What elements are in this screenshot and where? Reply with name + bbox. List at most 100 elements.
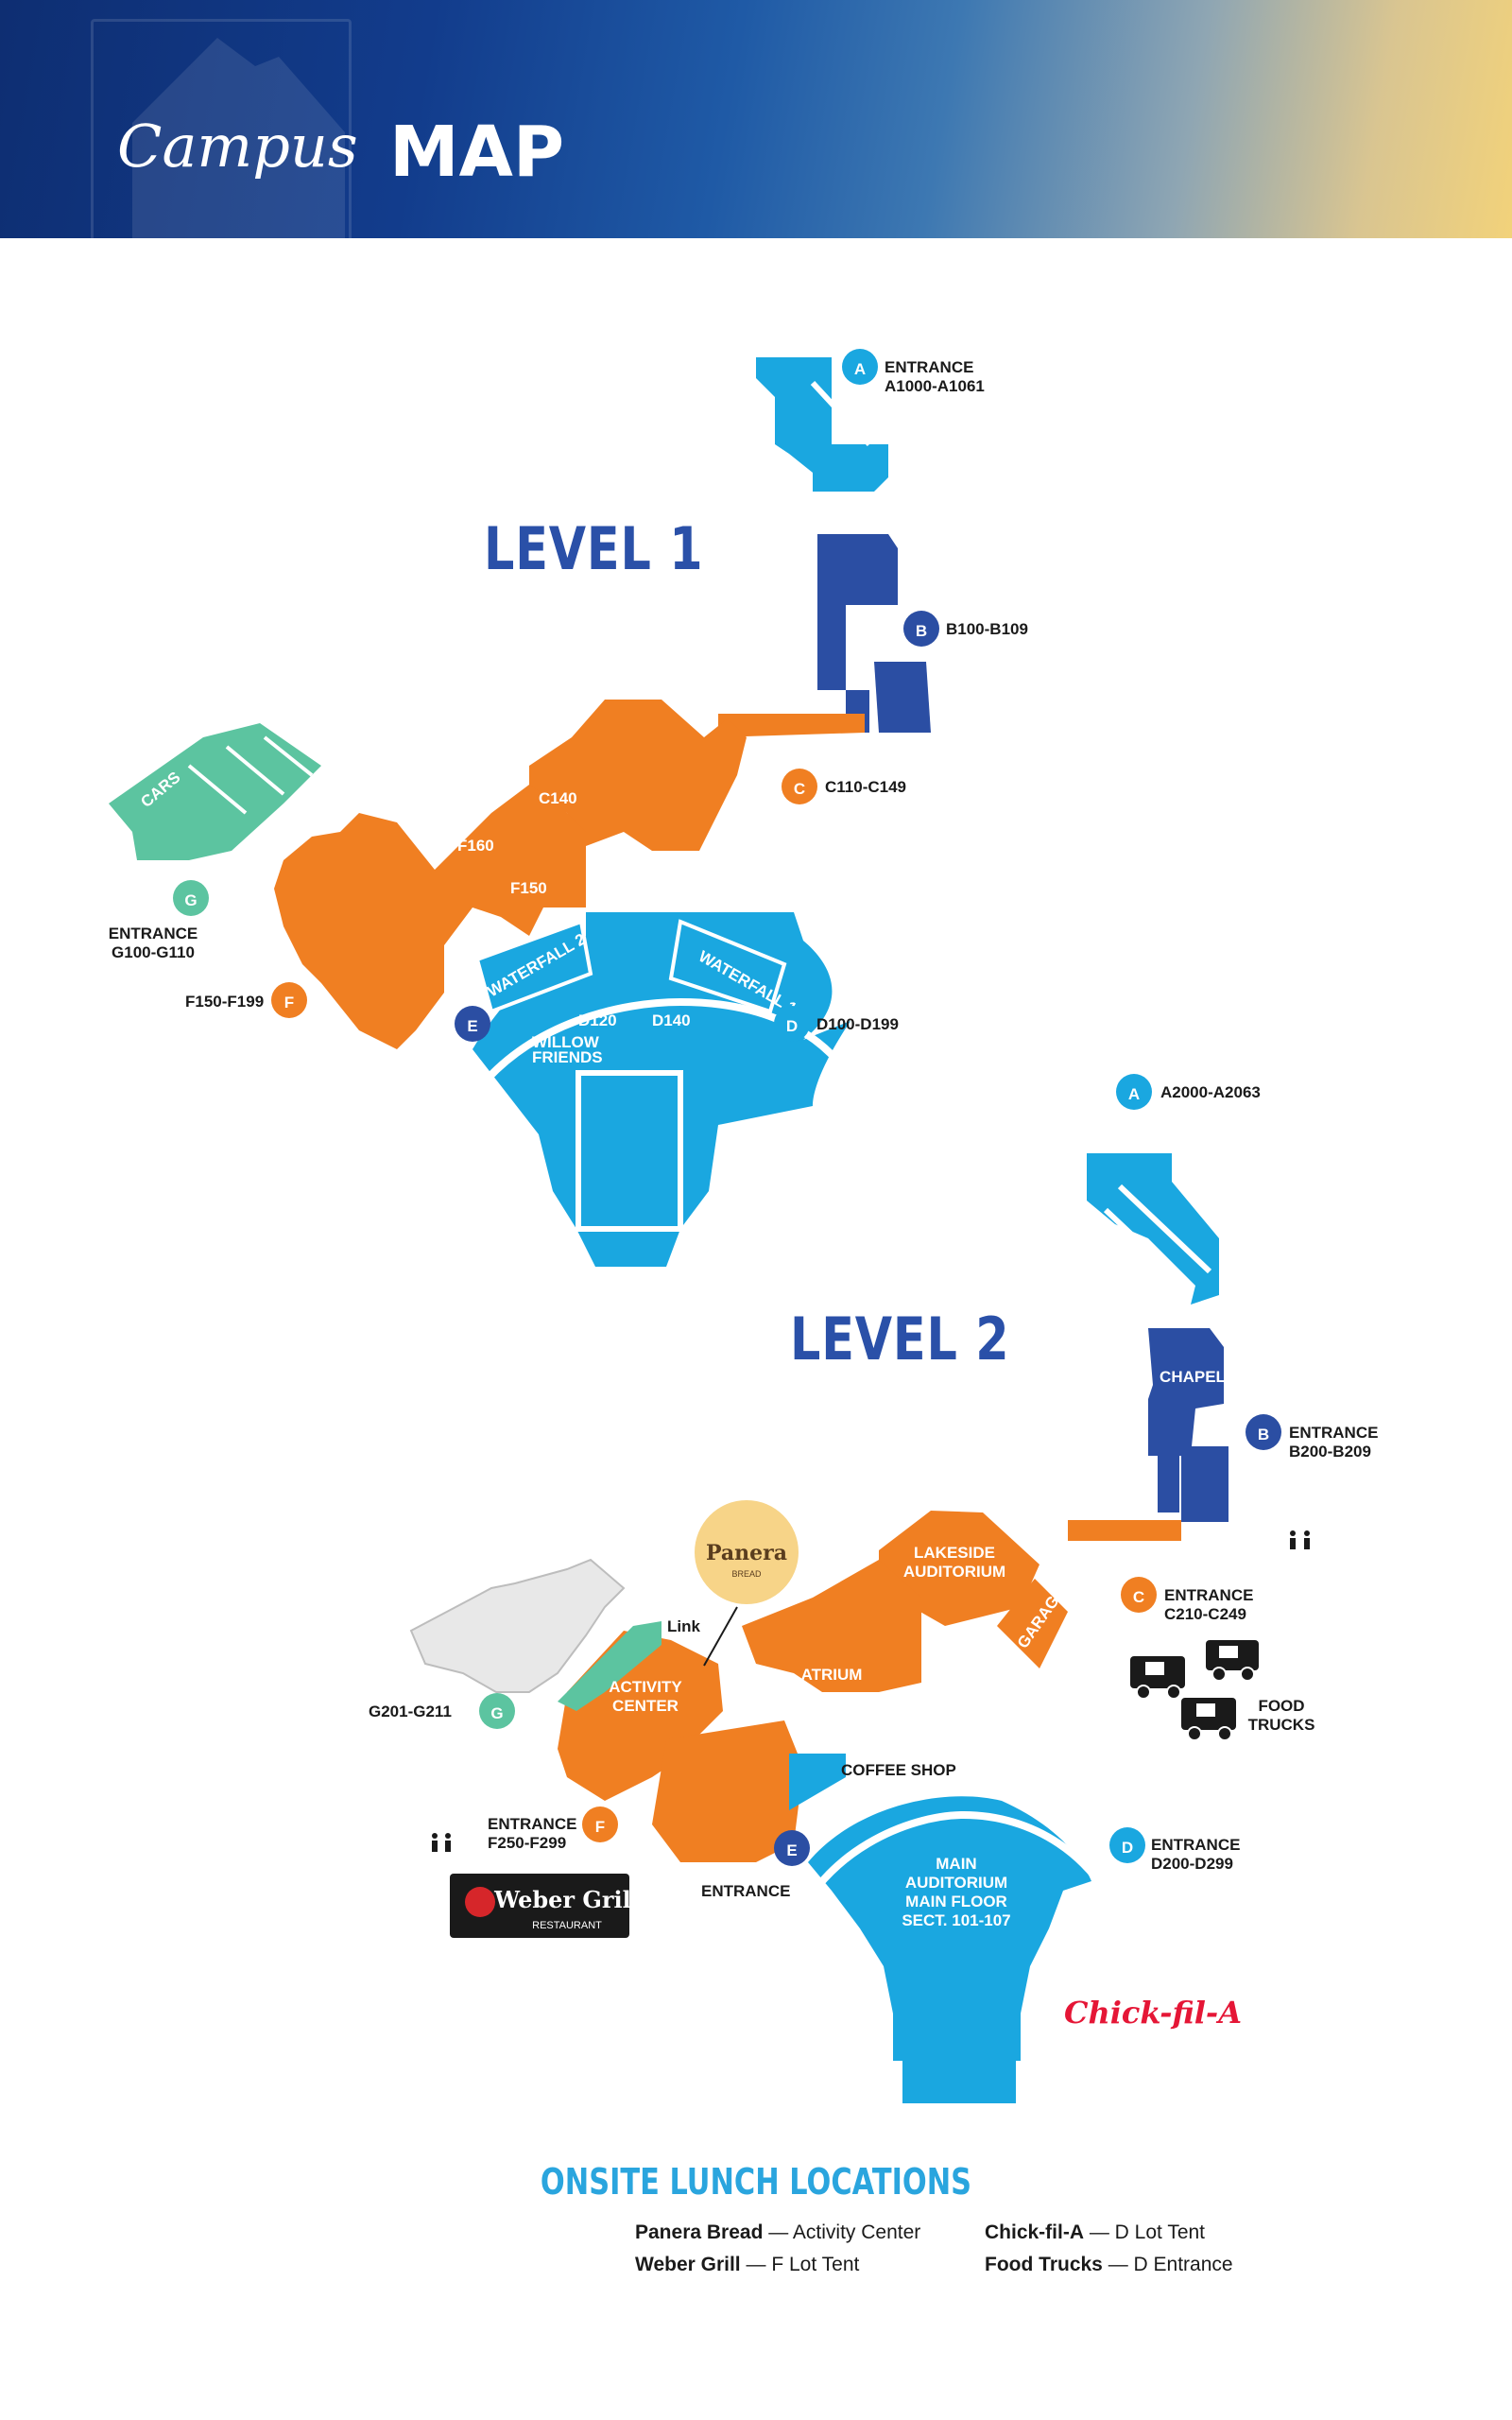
level2-main-auditorium bbox=[808, 1796, 1091, 2061]
lunch-title: ONSITE LUNCH LOCATIONS bbox=[540, 2161, 972, 2203]
level1-marker-b[interactable]: B bbox=[903, 611, 939, 647]
lunch-item-chickfila: Chick-fil-A — D Lot Tent bbox=[985, 2221, 1206, 2243]
level2-b-line1: ENTRANCE bbox=[1289, 1424, 1378, 1442]
level2-a-wing bbox=[1087, 1153, 1219, 1305]
level1-c-block bbox=[529, 700, 747, 851]
level2-title: LEVEL 2 bbox=[790, 1305, 1010, 1374]
level2-floor-plan: CHAPEL LAKESIDE AUDITORIUM GARAGE ATRIUM… bbox=[369, 1074, 1378, 2103]
level1-c-line1: C110-C149 bbox=[825, 778, 906, 796]
level2-link-area bbox=[558, 1621, 662, 1711]
level1-cars-area bbox=[109, 723, 321, 860]
level1-marker-e[interactable]: E bbox=[455, 1006, 490, 1042]
chickfila-logo[interactable]: Chick-fil-A bbox=[1064, 1995, 1242, 2031]
room-link: Link bbox=[667, 1617, 700, 1635]
lunch-item-panera: Panera Bread — Activity Center bbox=[635, 2221, 921, 2243]
level2-g-area bbox=[409, 1558, 626, 1693]
svg-text:Weber Grill: Weber Grill bbox=[493, 1886, 640, 1913]
level1-g-line2: G100-G110 bbox=[112, 943, 195, 961]
svg-text:F: F bbox=[595, 1818, 605, 1836]
restroom-icon bbox=[432, 1530, 1310, 1852]
level1-marker-f[interactable]: F bbox=[271, 982, 307, 1018]
svg-text:RESTAURANT: RESTAURANT bbox=[532, 1920, 602, 1931]
header-title-bold: MAP bbox=[389, 112, 565, 193]
food-truck-icon bbox=[1130, 1640, 1259, 1741]
weber-grill-logo[interactable]: Weber Grill RESTAURANT bbox=[450, 1874, 640, 1938]
level1-marker-d[interactable]: D bbox=[774, 1006, 810, 1042]
lunch-item-weber: Weber Grill — F Lot Tent bbox=[635, 2254, 860, 2275]
level2-c-corridor bbox=[1068, 1520, 1181, 1541]
level2-marker-e[interactable]: E bbox=[774, 1830, 810, 1866]
mountain-watermark-icon bbox=[132, 38, 345, 238]
level2-marker-a[interactable]: A bbox=[1116, 1074, 1152, 1110]
level1-b-line1: B100-B109 bbox=[946, 620, 1028, 638]
lunch-item-food-trucks: Food Trucks — D Entrance bbox=[985, 2254, 1233, 2275]
level2-coffee-shop bbox=[789, 1754, 846, 1810]
banner-frame bbox=[91, 19, 352, 238]
level1-b-wing bbox=[817, 534, 898, 690]
header-title-script: Campus bbox=[117, 112, 358, 181]
room-c140: C140 bbox=[539, 789, 577, 807]
svg-text:A: A bbox=[854, 360, 866, 378]
level1-c-corridor bbox=[718, 714, 865, 737]
room-willow-line1: WILLOW bbox=[532, 1033, 600, 1051]
room-main-line2: AUDITORIUM bbox=[905, 1874, 1007, 1892]
level1-title: LEVEL 1 bbox=[484, 514, 704, 583]
level2-d-line2: D200-D299 bbox=[1151, 1855, 1233, 1873]
svg-text:B: B bbox=[916, 622, 927, 640]
svg-text:D: D bbox=[1122, 1839, 1133, 1857]
svg-text:G: G bbox=[184, 891, 197, 909]
level1-g-line1: ENTRANCE bbox=[109, 925, 198, 942]
level2-f-line1: ENTRANCE bbox=[488, 1815, 576, 1833]
svg-text:C: C bbox=[1133, 1588, 1144, 1606]
room-coffee-shop: COFFEE SHOP bbox=[841, 1761, 956, 1779]
food-trucks-line2: TRUCKS bbox=[1248, 1716, 1315, 1734]
level2-marker-b[interactable]: B bbox=[1246, 1414, 1281, 1450]
room-main-line3: MAIN FLOOR bbox=[905, 1893, 1007, 1910]
room-f160: F160 bbox=[457, 837, 494, 855]
level2-marker-c[interactable]: C bbox=[1121, 1577, 1157, 1613]
svg-text:D: D bbox=[786, 1017, 798, 1035]
level1-marker-c[interactable]: C bbox=[782, 769, 817, 804]
room-activity-line1: ACTIVITY bbox=[609, 1678, 682, 1696]
room-d120: D120 bbox=[578, 1011, 617, 1029]
level1-marker-a[interactable]: A bbox=[842, 349, 878, 385]
level2-b-line2: B200-B209 bbox=[1289, 1443, 1371, 1461]
room-lakeside-line2: AUDITORIUM bbox=[903, 1563, 1005, 1581]
level2-chapel bbox=[1148, 1328, 1224, 1456]
room-main-line4: SECT. 101-107 bbox=[902, 1911, 1010, 1929]
svg-text:G: G bbox=[490, 1704, 503, 1722]
room-willow-line2: FRIENDS bbox=[532, 1048, 603, 1066]
level1-a-line1: ENTRANCE bbox=[885, 358, 973, 376]
level1-d-line1: D100-D199 bbox=[816, 1015, 899, 1033]
level1-f-block bbox=[274, 785, 586, 1049]
svg-text:Panera: Panera bbox=[706, 1541, 787, 1565]
level2-g-line1: G201-G211 bbox=[369, 1703, 452, 1720]
level2-e-line1: ENTRANCE bbox=[701, 1882, 790, 1900]
svg-text:A: A bbox=[1128, 1085, 1140, 1103]
svg-text:E: E bbox=[467, 1017, 477, 1035]
level2-f-line2: F250-F299 bbox=[488, 1834, 566, 1852]
level2-marker-d[interactable]: D bbox=[1109, 1827, 1145, 1863]
svg-text:E: E bbox=[786, 1841, 797, 1859]
panera-logo[interactable]: Panera BREAD bbox=[695, 1500, 799, 1604]
room-d140: D140 bbox=[652, 1011, 691, 1029]
room-chapel: CHAPEL bbox=[1160, 1368, 1226, 1386]
level2-d-line1: ENTRANCE bbox=[1151, 1836, 1240, 1854]
room-main-line1: MAIN bbox=[936, 1855, 976, 1873]
level2-marker-g[interactable]: G bbox=[479, 1693, 515, 1729]
room-activity-line2: CENTER bbox=[612, 1697, 679, 1715]
level2-c-line1: ENTRANCE bbox=[1164, 1586, 1253, 1604]
room-atrium: ATRIUM bbox=[801, 1666, 863, 1684]
level1-marker-g[interactable]: G bbox=[173, 880, 209, 916]
level1-f-line1: F150-F199 bbox=[185, 993, 264, 1011]
svg-text:B: B bbox=[1258, 1426, 1269, 1443]
level1-floor-plan: C140 F160 F150 D120 D140 WATERFALL 2 WAT… bbox=[109, 349, 1028, 1267]
level1-a-line2: A1000-A1061 bbox=[885, 377, 985, 395]
level2-c-line2: C210-C249 bbox=[1164, 1605, 1246, 1623]
level2-atrium bbox=[742, 1560, 921, 1692]
svg-text:C: C bbox=[794, 780, 805, 798]
svg-text:BREAD: BREAD bbox=[731, 1569, 762, 1579]
room-f150: F150 bbox=[510, 879, 547, 897]
level2-marker-f[interactable]: F bbox=[582, 1806, 618, 1842]
